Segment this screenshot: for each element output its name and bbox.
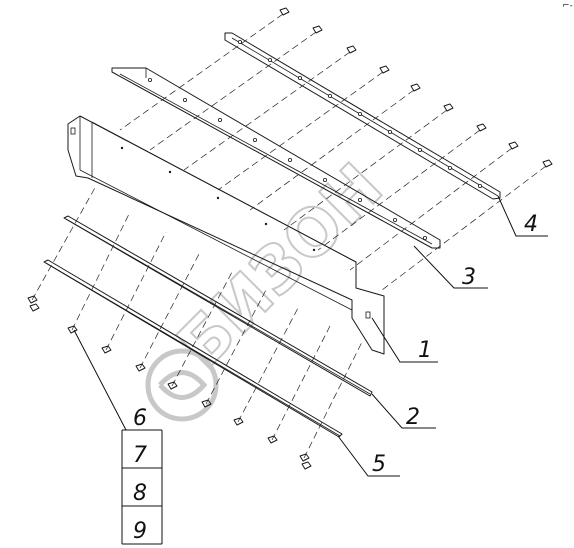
nuts-upper bbox=[279, 7, 553, 168]
callout-4: 4 bbox=[524, 212, 538, 237]
leader-lines bbox=[73, 195, 548, 477]
callout-2: 2 bbox=[406, 405, 420, 430]
part-5-bar bbox=[43, 259, 343, 438]
part-1-panel bbox=[67, 115, 385, 355]
part-4-rail bbox=[224, 32, 501, 200]
watermark-emblem-inner bbox=[158, 370, 208, 400]
callout-8: 8 bbox=[133, 481, 147, 506]
callout-9: 9 bbox=[133, 519, 147, 544]
part-3-strip bbox=[111, 67, 441, 249]
watermark-emblem bbox=[145, 348, 219, 422]
callout-5: 5 bbox=[372, 452, 386, 477]
callout-1: 1 bbox=[418, 338, 432, 363]
fastener-lines-lower bbox=[31, 185, 363, 459]
bolts-lower bbox=[27, 295, 312, 470]
watermark: БИЗОН bbox=[145, 149, 398, 422]
callout-table: 6 7 8 9 bbox=[121, 406, 163, 545]
part-2-bar bbox=[63, 215, 373, 397]
fastener-lines-upper bbox=[119, 13, 547, 291]
corner-mark: ⌐- bbox=[562, 1, 573, 11]
callout-7: 7 bbox=[133, 443, 147, 468]
callout-6: 6 bbox=[133, 406, 147, 431]
callout-3: 3 bbox=[462, 265, 476, 290]
